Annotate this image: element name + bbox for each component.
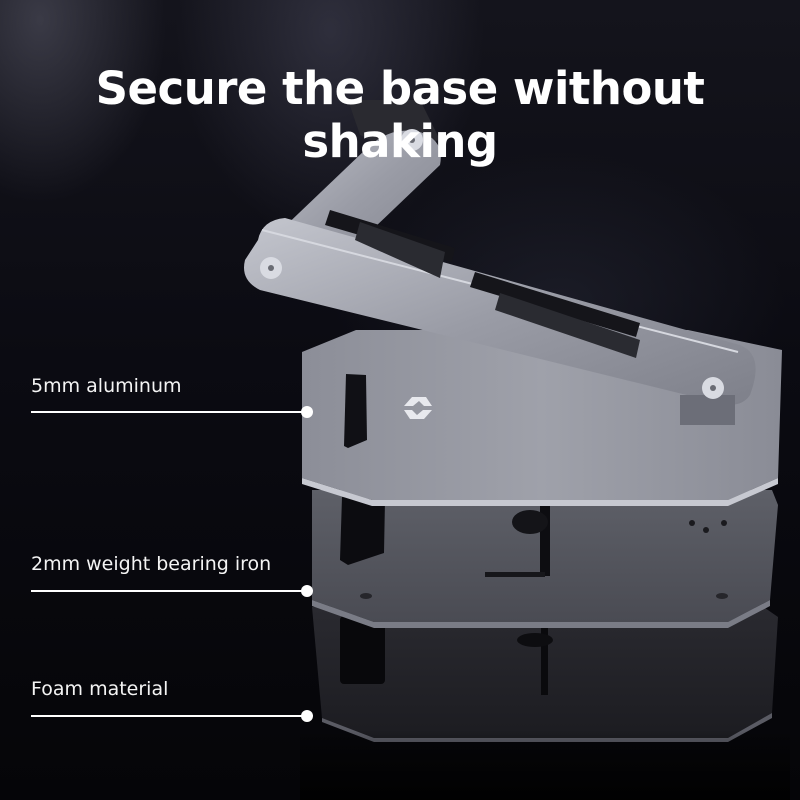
callout-dot [301,406,313,418]
folding-arm [244,100,756,425]
hexagon-arrows-logo-icon [404,397,432,419]
headline: Secure the base without shaking [95,62,705,168]
callout-label: 2mm weight bearing iron [31,553,272,575]
callout-line [31,715,307,717]
callout-label: Foam material [31,678,169,700]
callout-dot [301,585,313,597]
iron-plate [312,490,778,628]
callout-line [31,590,307,592]
callout-label: 5mm aluminum [31,375,182,397]
callout-dot [301,710,313,722]
callout-line [31,411,307,413]
